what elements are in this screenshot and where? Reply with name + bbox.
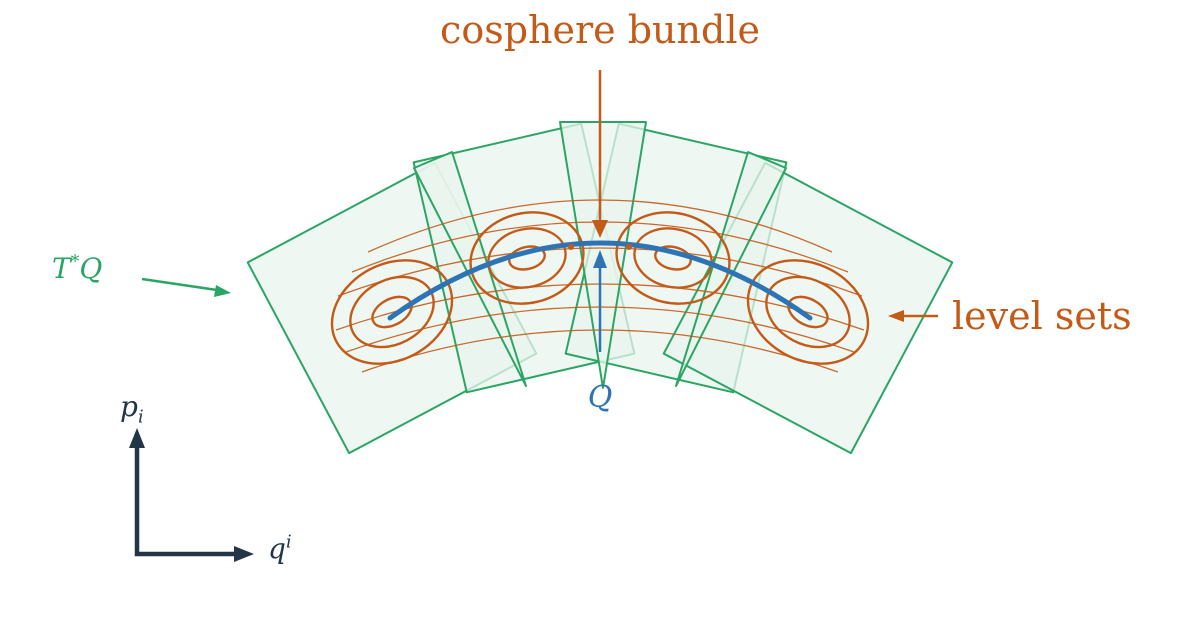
title-cosphere-bundle: cosphere bundle bbox=[440, 8, 760, 52]
axis-p-arrowhead-icon bbox=[129, 428, 145, 448]
base-curve-arrow bbox=[593, 250, 607, 352]
level-set-ring bbox=[508, 245, 546, 271]
label-position-axis: qi bbox=[268, 532, 292, 565]
coordinate-axes bbox=[129, 428, 254, 562]
label-momentum-sub: i bbox=[137, 407, 144, 428]
level-set-ring bbox=[487, 227, 567, 289]
label-position-sup: i bbox=[285, 532, 292, 553]
label-level-sets: level sets bbox=[952, 294, 1132, 338]
label-cotangent-star: * bbox=[70, 252, 80, 273]
level-sets-arrow bbox=[888, 310, 938, 322]
axis-q-arrowhead-icon bbox=[234, 546, 254, 562]
cosphere-arrow bbox=[592, 70, 608, 238]
cotangent-plane-wedge-right bbox=[675, 151, 787, 387]
level-set-ring bbox=[633, 227, 713, 289]
curve-marker-dot bbox=[626, 244, 632, 250]
axes-lines bbox=[134, 444, 240, 557]
curve-marker-dot bbox=[568, 244, 574, 250]
base-curve-arrowhead-icon bbox=[593, 250, 607, 268]
level-set-tube-line bbox=[337, 247, 863, 297]
label-cotangent-T: T bbox=[52, 252, 71, 285]
level-set-ring bbox=[654, 245, 692, 271]
cotangent-label-arrow bbox=[141, 277, 231, 297]
level-sets-arrowhead-icon bbox=[888, 310, 904, 322]
base-curve bbox=[387, 240, 813, 321]
cosphere-arrowhead-icon bbox=[592, 220, 608, 238]
label-cotangent-Q: Q bbox=[79, 252, 103, 285]
label-momentum-base: p bbox=[120, 390, 138, 423]
label-position-base: q bbox=[268, 532, 286, 565]
cotangent-label-arrow-line bbox=[141, 277, 218, 292]
label-momentum-axis: pi bbox=[120, 390, 144, 428]
label-base-curve: Q bbox=[587, 380, 613, 415]
cotangent-label-arrowhead-icon bbox=[214, 285, 231, 297]
cotangent-planes bbox=[246, 121, 954, 455]
label-cotangent-space: T*Q bbox=[52, 252, 102, 285]
cotangent-plane-edge-on bbox=[559, 121, 647, 389]
